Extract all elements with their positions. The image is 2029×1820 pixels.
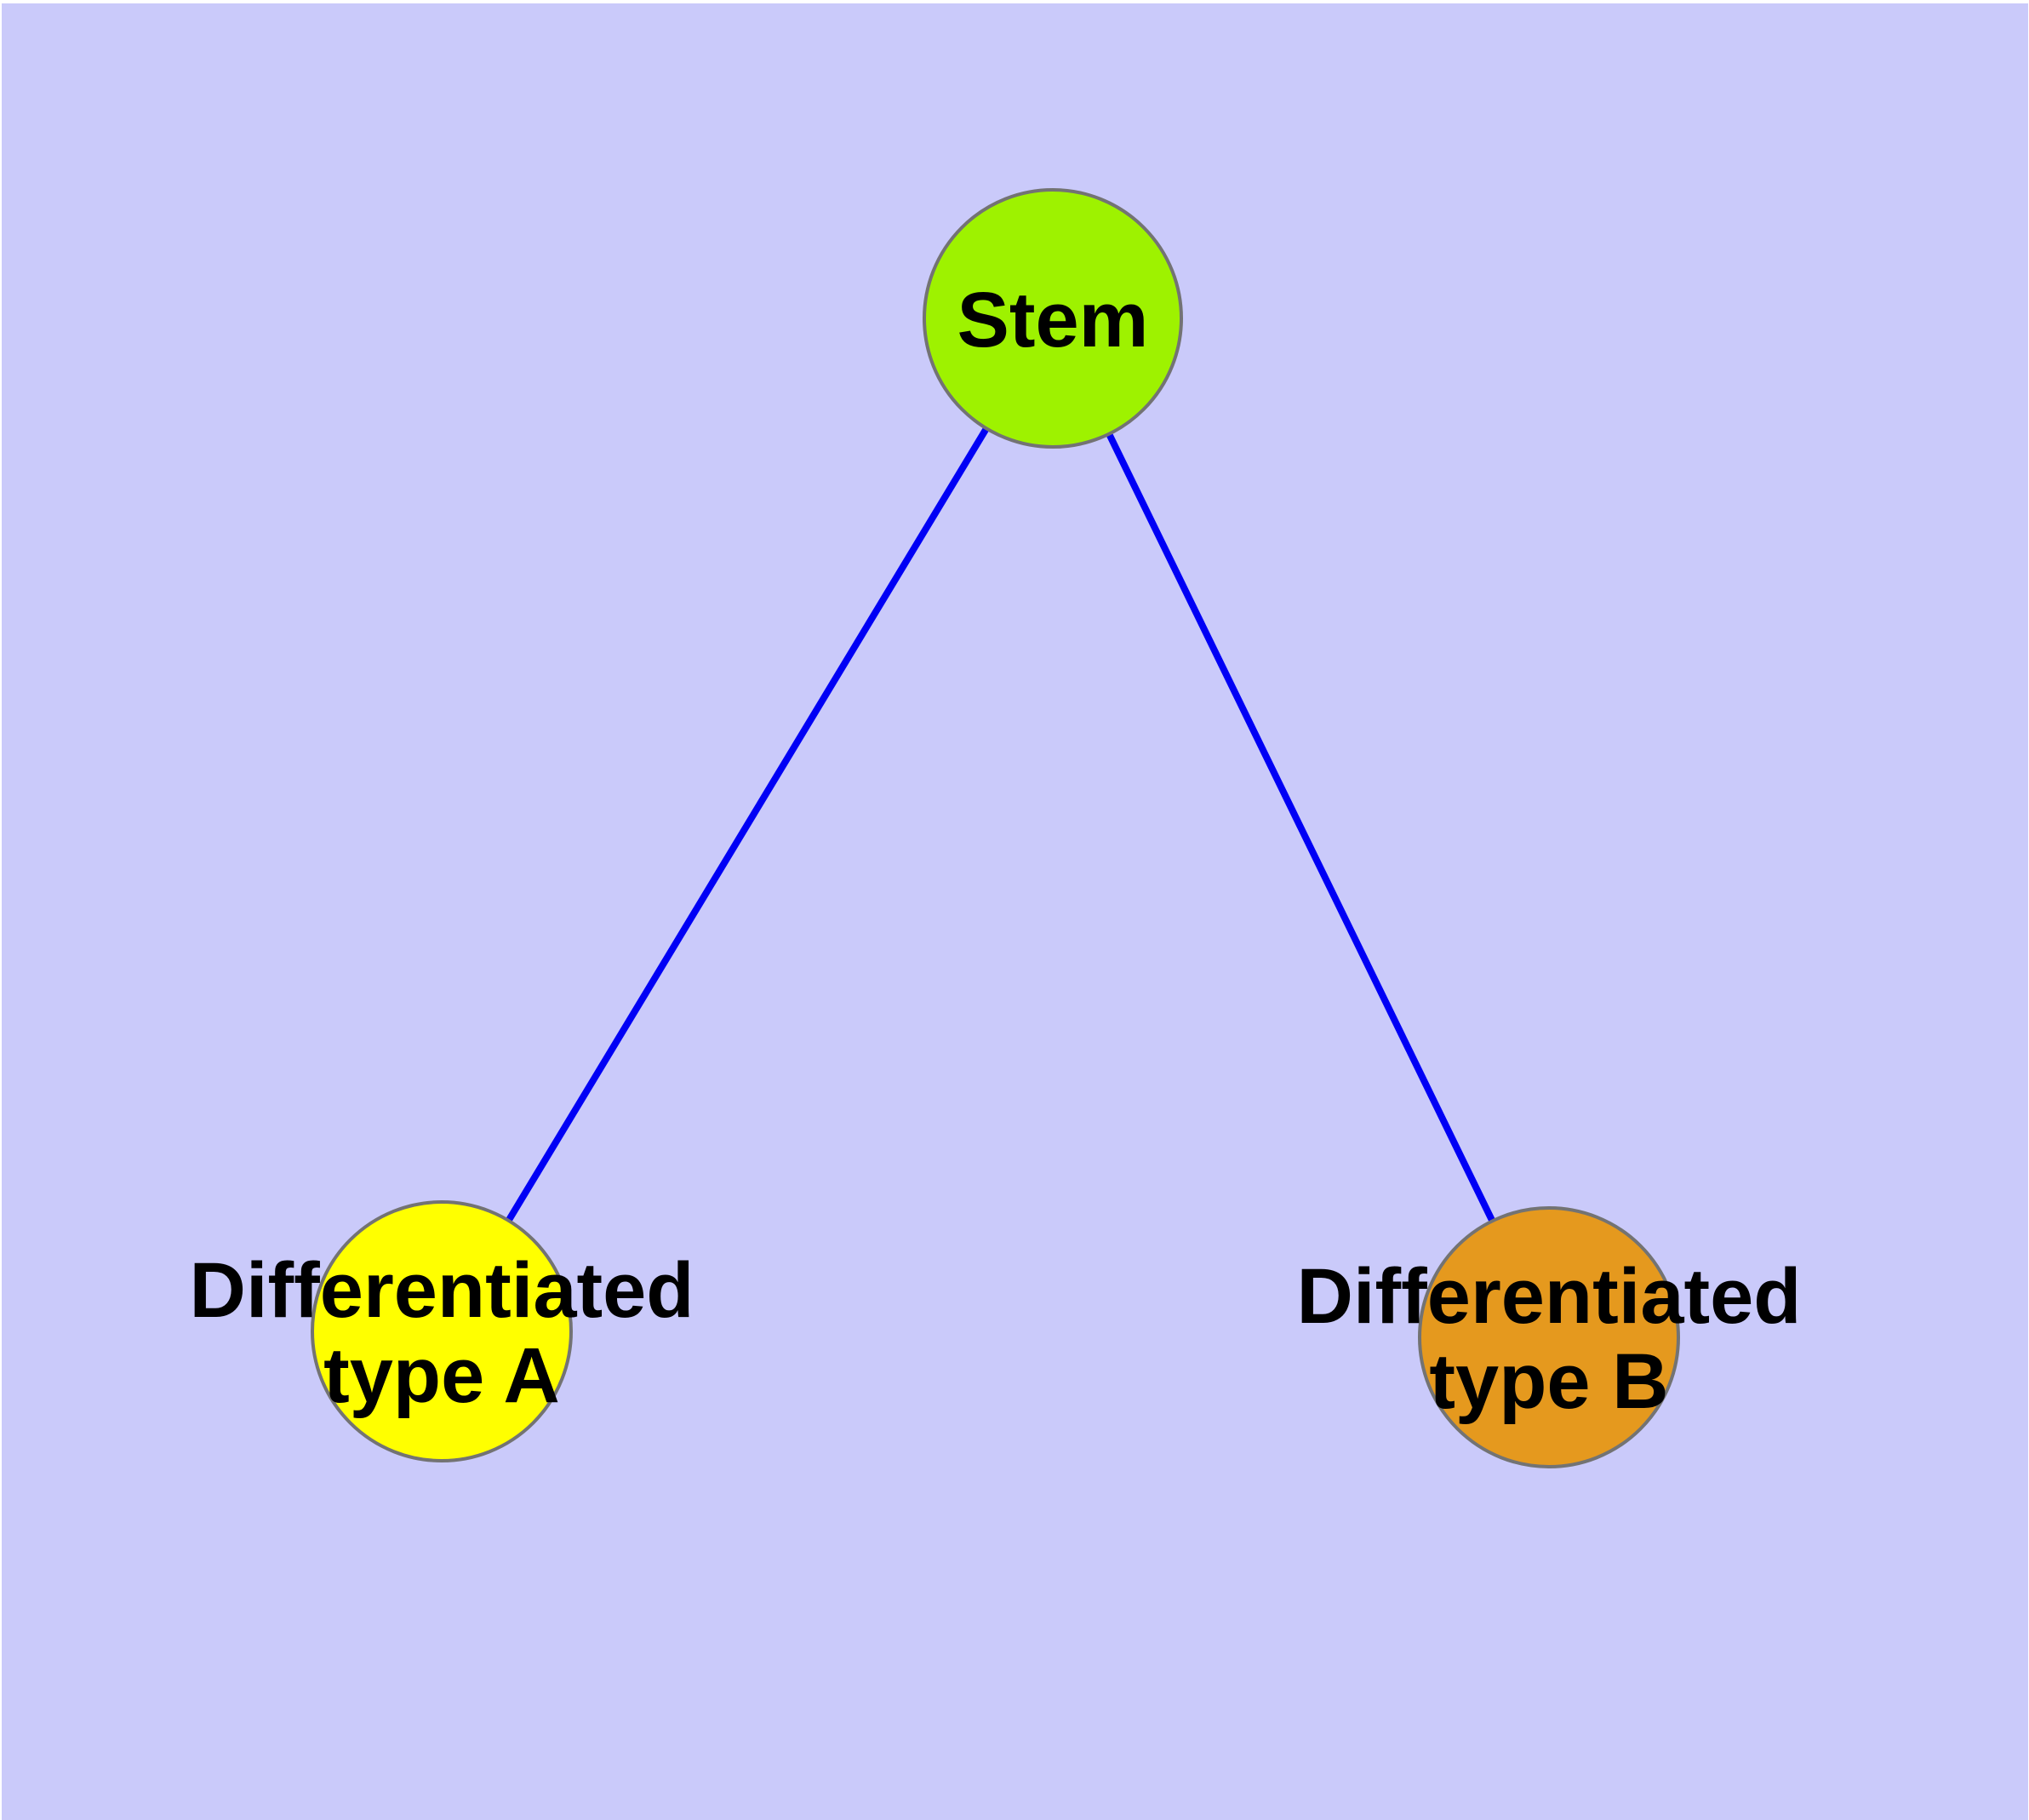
node-diff-type-a-label-line-2: type A [323,1332,560,1419]
node-diff-type-b-label-line-2: type B [1429,1338,1668,1425]
node-diff-type-a-label-line-1: Differentiated [190,1247,694,1334]
node-stem-circle [923,188,1183,449]
node-diff-type-b-circle [1418,1206,1680,1468]
node-stem-label-line-1: Stem [957,277,1149,363]
node-stem-label: Stem [957,277,1149,363]
edge-stem-diff-type-a [438,316,1056,1334]
node-diff-type-b-label-line-1: Differentiated [1297,1253,1802,1340]
edge-stem-diff-type-b [1049,317,1552,1339]
node-diff-type-a-circle [311,1200,573,1462]
